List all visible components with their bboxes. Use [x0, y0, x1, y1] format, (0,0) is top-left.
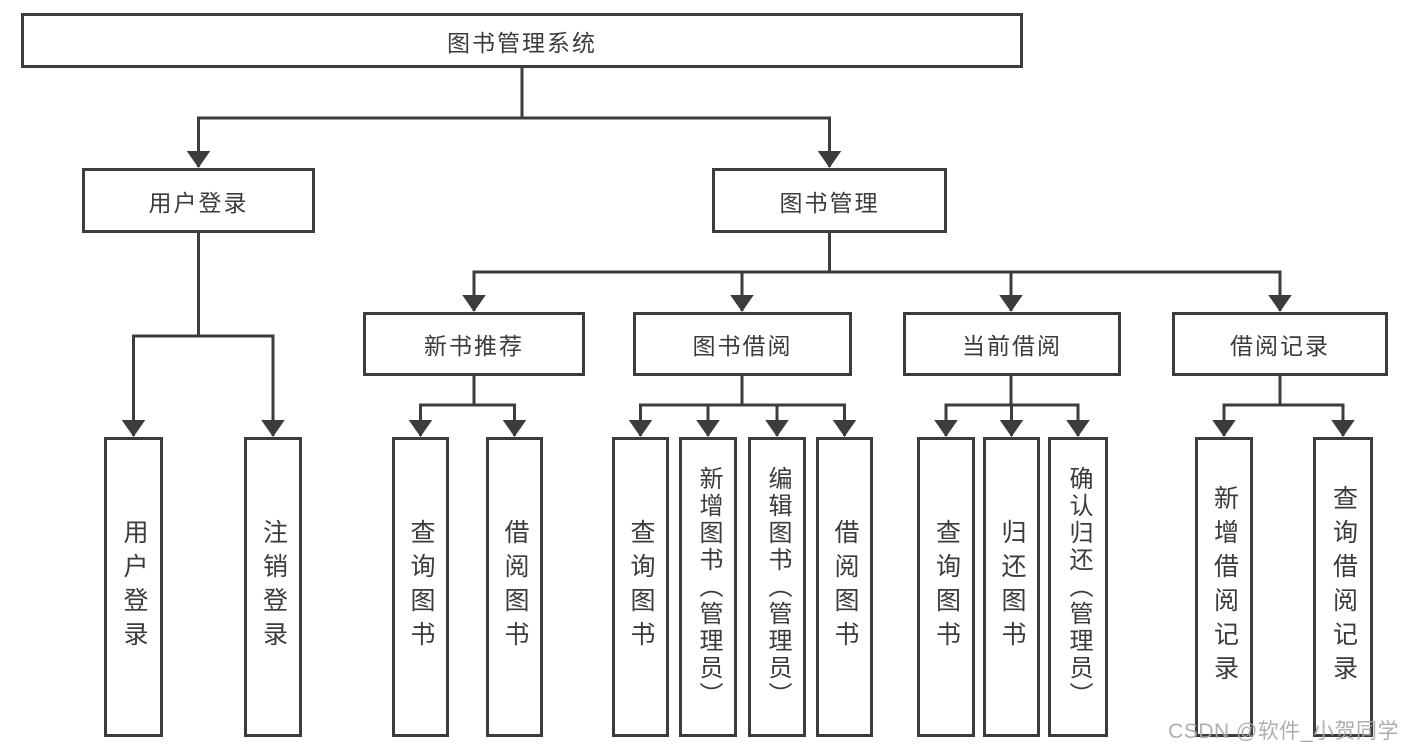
leaf-records-query-record: 查询借阅记录: [1313, 437, 1373, 737]
leaf-borrow-add-books-admin: 新增图书（管理员）: [679, 437, 737, 737]
node-label: 图书管理系统: [447, 29, 597, 56]
node-label: 借阅记录: [1230, 333, 1330, 359]
leaf-logout: 注销登录: [244, 437, 302, 737]
edge-root-to-level2: [186, 68, 842, 168]
node-root: 图书管理系统: [21, 13, 1023, 68]
leaf-borrow-edit-books-admin: 编辑图书（管理员）: [748, 437, 806, 737]
leaf-borrow-query-books: 查询图书: [612, 437, 669, 737]
node-label: 新增借阅记录: [1210, 485, 1239, 689]
node-book-management: 图书管理: [712, 168, 947, 233]
node-label: 查询借阅记录: [1329, 485, 1358, 689]
node-borrow-records: 借阅记录: [1172, 312, 1388, 376]
node-label: 编辑图书（管理员）: [764, 465, 791, 709]
node-label: 用户登录: [120, 519, 148, 655]
node-label: 新增图书（管理员）: [695, 465, 722, 709]
edge-recommend-to-leaves: [408, 376, 527, 437]
node-label: 当前借阅: [962, 333, 1062, 359]
node-label: 注销登录: [259, 519, 288, 655]
leaf-borrow-borrow-books: 借阅图书: [816, 437, 873, 737]
edge-current-to-leaves: [934, 376, 1090, 437]
leaf-current-confirm-return-admin: 确认归还（管理员）: [1048, 437, 1108, 737]
node-label: 查询图书: [407, 519, 435, 655]
leaf-records-add-record: 新增借阅记录: [1195, 437, 1253, 737]
node-label: 借阅图书: [831, 519, 859, 655]
leaf-recommend-borrow-books: 借阅图书: [486, 437, 543, 737]
edge-records-to-leaves: [1212, 376, 1355, 437]
node-label: 确认归还（管理员）: [1065, 465, 1092, 709]
node-label: 图书管理: [779, 189, 880, 216]
node-new-book-recommend: 新书推荐: [363, 312, 585, 376]
node-label: 用户登录: [148, 189, 249, 216]
leaf-current-return-books: 归还图书: [983, 437, 1040, 737]
node-label: 归还图书: [998, 519, 1026, 655]
leaf-user-login: 用户登录: [104, 437, 163, 737]
node-label: 查询图书: [932, 519, 961, 655]
edge-login-to-leaves: [121, 233, 285, 437]
node-book-borrow: 图书借阅: [633, 312, 852, 376]
leaf-recommend-query-books: 查询图书: [392, 437, 449, 737]
watermark: CSDN @软件_小贺同学: [1168, 720, 1399, 743]
node-label: 新书推荐: [424, 333, 524, 359]
node-label: 图书借阅: [692, 333, 793, 359]
edge-manage-to-level3: [462, 233, 1292, 312]
node-current-borrow: 当前借阅: [903, 312, 1121, 376]
leaf-current-query-books: 查询图书: [917, 437, 975, 737]
node-label: 查询图书: [627, 519, 655, 655]
node-label: 借阅图书: [501, 519, 529, 655]
edge-borrow-to-leaves: [628, 376, 857, 437]
node-user-login: 用户登录: [82, 168, 315, 233]
